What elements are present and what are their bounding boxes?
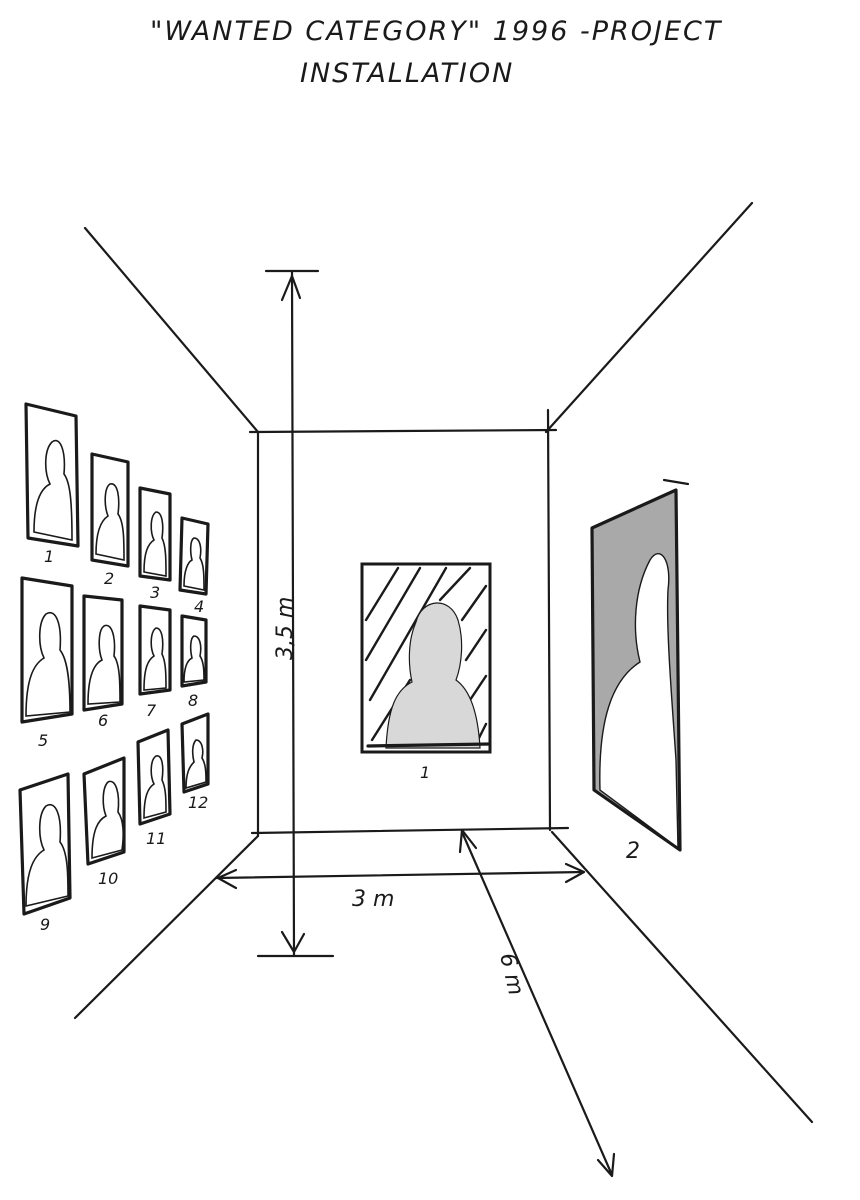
- left-portrait-2: [90, 452, 130, 568]
- left-label-7: 7: [146, 701, 157, 720]
- left-label-1: 1: [44, 547, 54, 566]
- left-label-9: 9: [40, 915, 50, 934]
- left-label-5: 5: [38, 731, 48, 750]
- back-picture-label: 1: [420, 763, 430, 782]
- left-portrait-11: [136, 728, 172, 826]
- left-portrait-12: [180, 712, 210, 794]
- left-portrait-6: [82, 594, 124, 712]
- width-dimension: 3 m: [214, 862, 586, 912]
- left-ceiling-edge: [83, 226, 260, 434]
- right-picture-tick: [662, 478, 690, 486]
- back-wall-right: [546, 408, 552, 832]
- back-wall-top: [248, 428, 558, 434]
- width-label: 3 m: [352, 887, 394, 912]
- left-label-2: 2: [104, 569, 114, 588]
- right-wall-picture: 2: [590, 478, 690, 864]
- depth-label: 6 m: [494, 951, 528, 998]
- right-picture-label: 2: [626, 839, 640, 864]
- width-arrow-right: [564, 862, 586, 884]
- left-portrait-1: [24, 402, 80, 548]
- left-label-6: 6: [98, 711, 108, 730]
- back-wall-bottom: [250, 826, 570, 835]
- left-portrait-9: [18, 772, 72, 916]
- right-picture-silhouette: [599, 553, 679, 850]
- left-portrait-10: [82, 756, 126, 866]
- width-arrow-left: [216, 868, 238, 890]
- room-perspective: [73, 201, 814, 1124]
- right-ceiling-edge: [544, 201, 754, 434]
- left-label-11: 11: [146, 829, 166, 848]
- left-portrait-8: [180, 614, 208, 688]
- left-portrait-4: [178, 516, 210, 596]
- width-line: [214, 870, 586, 880]
- height-line: [290, 270, 296, 957]
- height-arrow-down: [280, 930, 306, 954]
- back-picture-base: [366, 742, 492, 748]
- left-label-4: 4: [194, 597, 204, 616]
- left-floor-edge: [73, 834, 260, 1020]
- left-label-8: 8: [188, 691, 198, 710]
- depth-arrow-down: [596, 1152, 616, 1178]
- height-arrow-up: [280, 274, 302, 302]
- left-label-10: 10: [98, 869, 118, 888]
- depth-arrow-up: [458, 828, 478, 854]
- title-line-2: INSTALLATION: [300, 58, 514, 89]
- left-portrait-5: [20, 576, 74, 724]
- depth-dimension: 6 m: [458, 828, 616, 1178]
- left-portrait-3: [138, 486, 172, 582]
- height-label: 3,5 m: [273, 597, 298, 660]
- depth-line: [460, 830, 614, 1177]
- left-portrait-7: [138, 604, 172, 696]
- back-wall-picture: 1: [360, 562, 492, 782]
- left-label-3: 3: [150, 583, 160, 602]
- left-wall-grid: 1 2 3 4 5 6 7 8 9 10 11 12: [18, 402, 210, 934]
- right-picture-frame: [590, 488, 682, 852]
- right-floor-edge: [550, 830, 814, 1124]
- title-line-1: "WANTED CATEGORY" 1996 -PROJECT: [150, 16, 723, 47]
- left-label-12: 12: [188, 793, 208, 812]
- back-picture-silhouette: [385, 602, 481, 749]
- height-dimension: 3,5 m: [256, 269, 335, 958]
